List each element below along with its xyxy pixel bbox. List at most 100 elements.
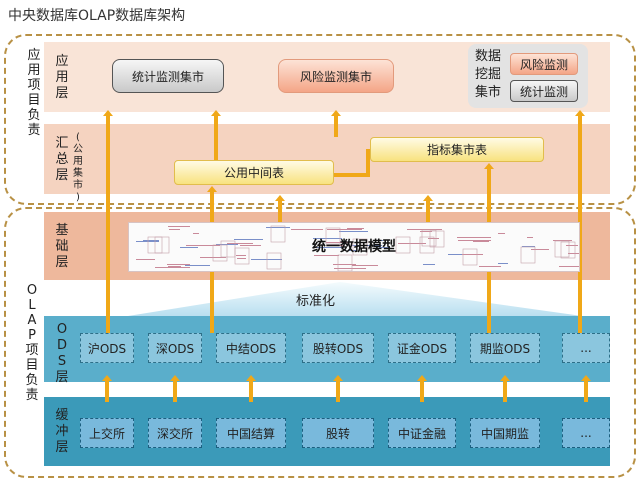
app-group-outline — [4, 34, 636, 205]
schema-line — [398, 243, 426, 244]
standardization-label: 标准化 — [296, 294, 336, 309]
arrow-ods-to-stats — [103, 110, 113, 333]
schema-line — [531, 249, 549, 250]
schema-line — [186, 245, 220, 246]
arrow-base-to-summary-left — [275, 195, 285, 222]
buffer-box-5[interactable]: 中国期监 — [470, 418, 540, 448]
schema-line — [339, 231, 368, 232]
schema-line — [168, 226, 190, 227]
app-group-label: 应用项目负责 — [27, 48, 41, 138]
schema-line — [216, 244, 238, 245]
schema-table — [520, 246, 536, 264]
ods-box-4[interactable]: 证金ODS — [388, 333, 456, 363]
schema-line — [479, 266, 501, 267]
schema-line — [522, 246, 535, 247]
buffer-layer-label: 缓冲层 — [55, 408, 69, 455]
schema-line — [327, 229, 362, 230]
diagram-title: 中央数据库OLAP数据库架构 — [8, 8, 186, 24]
schema-line — [347, 228, 363, 229]
schema-line — [461, 254, 483, 255]
ods-box-5[interactable]: 期监ODS — [470, 333, 540, 363]
schema-table — [419, 236, 435, 254]
arrow-base-to-summary-right — [423, 195, 433, 222]
risk-mart-box[interactable]: 风险监测集市 — [278, 59, 394, 93]
arrow-buffer-to-ods-4 — [417, 375, 427, 402]
schema-line — [236, 255, 246, 256]
mining-risk-box[interactable]: 风险监测 — [510, 53, 578, 75]
schema-table — [234, 247, 250, 265]
ods-box-0[interactable]: 沪ODS — [80, 333, 134, 363]
arrow-buffer-to-ods-3 — [333, 375, 343, 402]
schema-line — [169, 229, 180, 230]
schema-table — [325, 227, 341, 245]
schema-line — [423, 264, 435, 265]
buffer-box-4[interactable]: 中证金融 — [388, 418, 456, 448]
public-intermediate-box[interactable]: 公用中间表 — [174, 160, 334, 185]
schema-line — [566, 245, 578, 246]
schema-table — [560, 241, 576, 259]
arrow-buffer-to-ods-1 — [170, 375, 180, 402]
ods-box-2[interactable]: 中结ODS — [216, 333, 286, 363]
schema-table — [429, 230, 445, 248]
schema-line — [237, 258, 246, 259]
data-mining-label: 数据挖掘集市 — [474, 49, 501, 100]
schema-line — [193, 233, 199, 234]
schema-line — [185, 265, 210, 266]
schema-line — [379, 247, 390, 248]
schema-line — [313, 238, 342, 239]
schema-line — [373, 240, 383, 241]
schema-line — [352, 265, 378, 266]
schema-line — [348, 250, 357, 251]
schema-table — [212, 244, 228, 262]
schema-line — [498, 263, 508, 264]
schema-table — [395, 236, 411, 254]
schema-table — [337, 254, 353, 271]
schema-line — [420, 231, 432, 232]
ods-box-1[interactable]: 深ODS — [148, 333, 202, 363]
schema-line — [458, 240, 491, 241]
schema-table — [421, 229, 437, 247]
schema-line — [167, 264, 190, 265]
schema-line — [559, 266, 579, 267]
stats-mart-box[interactable]: 统计监测集市 — [112, 59, 224, 93]
schema-line — [457, 237, 491, 238]
schema-line — [473, 241, 489, 242]
buffer-box-6[interactable]: ... — [562, 418, 610, 448]
schema-line — [428, 238, 439, 239]
buffer-box-1[interactable]: 深交所 — [148, 418, 202, 448]
schema-line — [291, 229, 323, 230]
app-layer-label: 应用层 — [55, 54, 69, 101]
schema-line — [407, 229, 425, 230]
ods-box-3[interactable]: 股转ODS — [302, 333, 374, 363]
schema-line — [351, 245, 382, 246]
schema-line — [136, 259, 155, 260]
schema-line — [136, 241, 159, 242]
buffer-box-0[interactable]: 上交所 — [80, 418, 134, 448]
arrow-public-to-risk — [331, 110, 341, 137]
schema-line — [448, 254, 462, 255]
indicator-mart-box[interactable]: 指标集市表 — [370, 137, 544, 162]
ods-box-6[interactable]: ... — [562, 333, 610, 363]
unified-model-title: 统一数据模型 — [312, 239, 396, 255]
summary-layer-label: 汇总层 — [55, 136, 69, 183]
arrow-buffer-to-ods-6 — [581, 375, 591, 402]
schema-line — [527, 237, 533, 238]
schema-line — [155, 267, 190, 268]
buffer-box-2[interactable]: 中国结算 — [216, 418, 286, 448]
schema-line — [234, 239, 263, 240]
schema-line — [553, 240, 572, 241]
arrow-ods-to-mining — [575, 110, 585, 333]
schema-line — [333, 264, 356, 265]
connector-public-indicator-vertical — [366, 149, 370, 177]
summary-layer-note: (公用集市) — [73, 132, 83, 203]
buffer-box-3[interactable]: 股转 — [302, 418, 374, 448]
connector-public-indicator — [334, 173, 370, 177]
schema-line — [251, 259, 282, 260]
schema-table — [270, 225, 286, 243]
schema-line — [422, 229, 442, 230]
mining-stats-box[interactable]: 统计监测 — [510, 80, 578, 102]
schema-line — [143, 240, 159, 241]
schema-line — [314, 255, 339, 256]
